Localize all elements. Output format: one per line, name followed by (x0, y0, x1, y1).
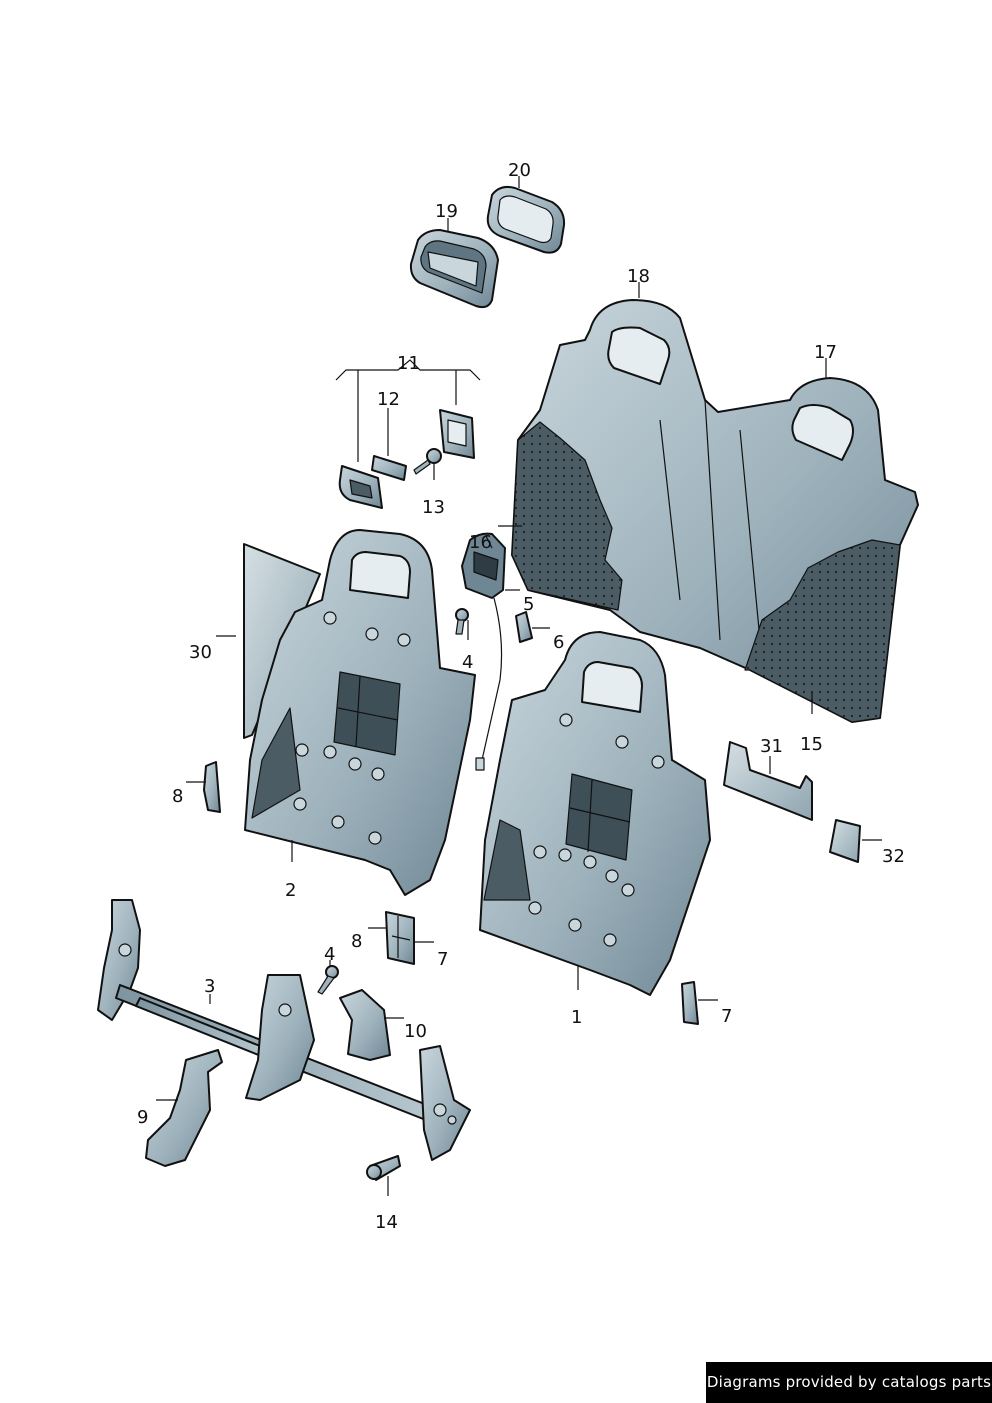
side-bracket-part-9 (145, 1049, 223, 1167)
bracket-part-8-left (203, 761, 221, 813)
callout-8-center: 8 (351, 931, 362, 952)
callout-4-lower: 4 (324, 944, 335, 965)
callout-3: 3 (204, 976, 215, 997)
diagram-credit-banner: Diagrams provided by catalogs parts (706, 1362, 992, 1403)
callout-5: 5 (523, 594, 534, 615)
leader-lines (156, 176, 882, 1196)
rear-backrest-assembly-part-15-17-18 (511, 299, 919, 723)
callout-14: 14 (375, 1212, 398, 1233)
wedge-piece-part-10 (339, 989, 391, 1061)
trim-strip-part-31 (723, 741, 813, 821)
callout-4-upper: 4 (462, 652, 473, 673)
bracket-part-8-7-center (385, 911, 415, 965)
callout-1: 1 (571, 1007, 582, 1028)
callout-10: 10 (404, 1021, 427, 1042)
headrest-guide-frame-part-19 (409, 229, 499, 309)
callout-11: 11 (397, 353, 420, 374)
callout-32: 32 (882, 846, 905, 867)
backrest-frame-left-part-2 (244, 529, 476, 896)
callout-2: 2 (285, 880, 296, 901)
trim-piece-part-32 (829, 819, 861, 863)
screw-part-4-upper (455, 608, 469, 635)
latch-bracket-part-11 (338, 409, 475, 509)
callout-6: 6 (553, 632, 564, 653)
callout-16: 16 (469, 532, 492, 553)
callout-labels: 20 19 18 17 11 12 13 16 5 6 4 30 15 31 8… (137, 160, 905, 1233)
callout-12: 12 (377, 389, 400, 410)
callout-30: 30 (189, 642, 212, 663)
clip-part-6 (515, 611, 533, 643)
screw-part-13 (413, 448, 442, 475)
callout-8-left: 8 (172, 786, 183, 807)
headrest-trim-ring-part-20 (486, 185, 566, 254)
callout-15: 15 (800, 734, 823, 755)
callout-13: 13 (422, 497, 445, 518)
backrest-frame-right-part-1 (479, 631, 711, 996)
callout-19: 19 (435, 201, 458, 222)
callout-7-right: 7 (721, 1006, 732, 1027)
callout-18: 18 (627, 266, 650, 287)
callout-20: 20 (508, 160, 531, 181)
pivot-frame-part-3 (97, 899, 471, 1161)
bracket-part-7-right (681, 981, 699, 1025)
callout-31: 31 (760, 736, 783, 757)
callout-7-center: 7 (437, 949, 448, 970)
callout-9: 9 (137, 1107, 148, 1128)
latch-housing-part-16 (461, 532, 506, 771)
retaining-plate-part-12 (371, 455, 407, 481)
callout-17: 17 (814, 342, 837, 363)
screw-part-4-lower (317, 965, 339, 995)
bolt-part-14 (366, 1155, 401, 1181)
